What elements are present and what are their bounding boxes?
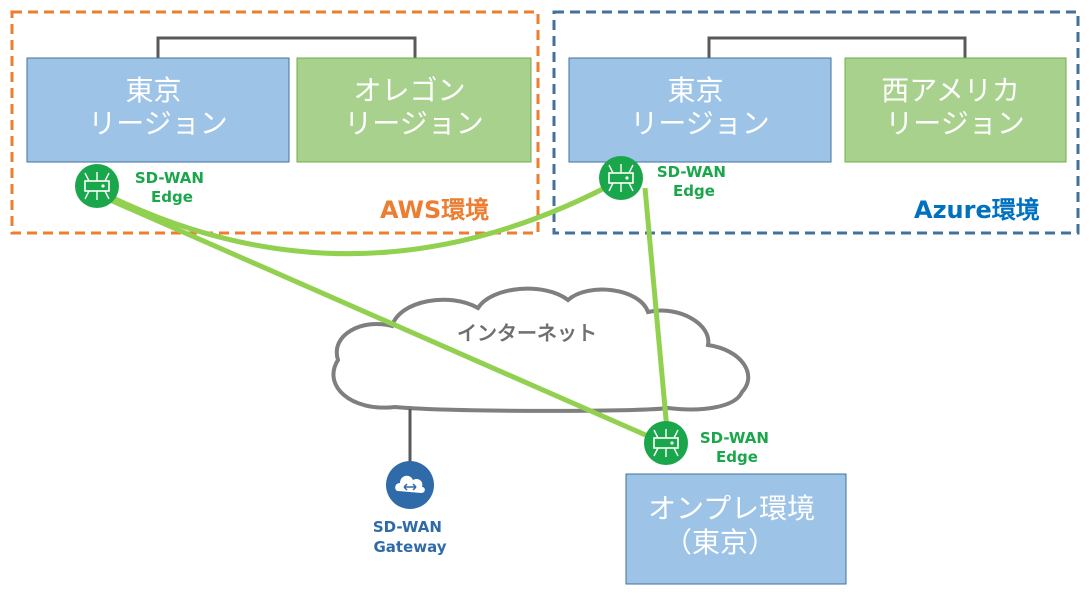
onprem-environment-box (625, 473, 847, 585)
aws-sd-wan-edge-icon (75, 164, 119, 208)
azure-west-us-region-box (844, 57, 1067, 163)
internet-label: インターネット (457, 321, 597, 345)
onprem-sd-wan-edge-icon (644, 421, 688, 465)
aws-oregon-region-box (296, 57, 532, 163)
aws-region-bracket (156, 36, 417, 58)
internet-cloud-icon (331, 286, 751, 413)
azure-environment-frame (552, 10, 1080, 235)
sd-wan-gateway-icon (386, 461, 434, 509)
azure-edge-label: SD-WAN Edge (657, 163, 731, 200)
aws-environment-label: AWS環境 (380, 196, 489, 224)
aws-edge-label: SD-WAN Edge (135, 169, 209, 206)
azure-environment-label: Azure環境 (914, 196, 1040, 224)
aws-environment-frame (10, 10, 540, 235)
aws-tokyo-region-label: 東京 リージョン (88, 74, 227, 140)
link-azure-edge-to-onprem-edge (642, 187, 670, 431)
azure-tokyo-region-box (568, 57, 832, 163)
azure-region-bracket (707, 36, 967, 58)
onprem-edge-label: SD-WAN Edge (700, 429, 774, 466)
aws-oregon-region-label: オレゴン リージョン (344, 74, 483, 140)
gateway-label: SD-WAN Gateway (373, 518, 447, 556)
link-aws-edge-to-onprem-edge (99, 193, 668, 447)
aws-tokyo-region-box (26, 57, 290, 163)
azure-sd-wan-edge-icon (599, 156, 643, 200)
onprem-environment-label: オンプレ環境 （東京） (648, 492, 824, 559)
azure-west-us-region-label: 西アメリカ リージョン (881, 74, 1029, 140)
link-aws-edge-to-azure-edge (103, 177, 622, 257)
azure-tokyo-region-label: 東京 リージョン (630, 74, 769, 140)
